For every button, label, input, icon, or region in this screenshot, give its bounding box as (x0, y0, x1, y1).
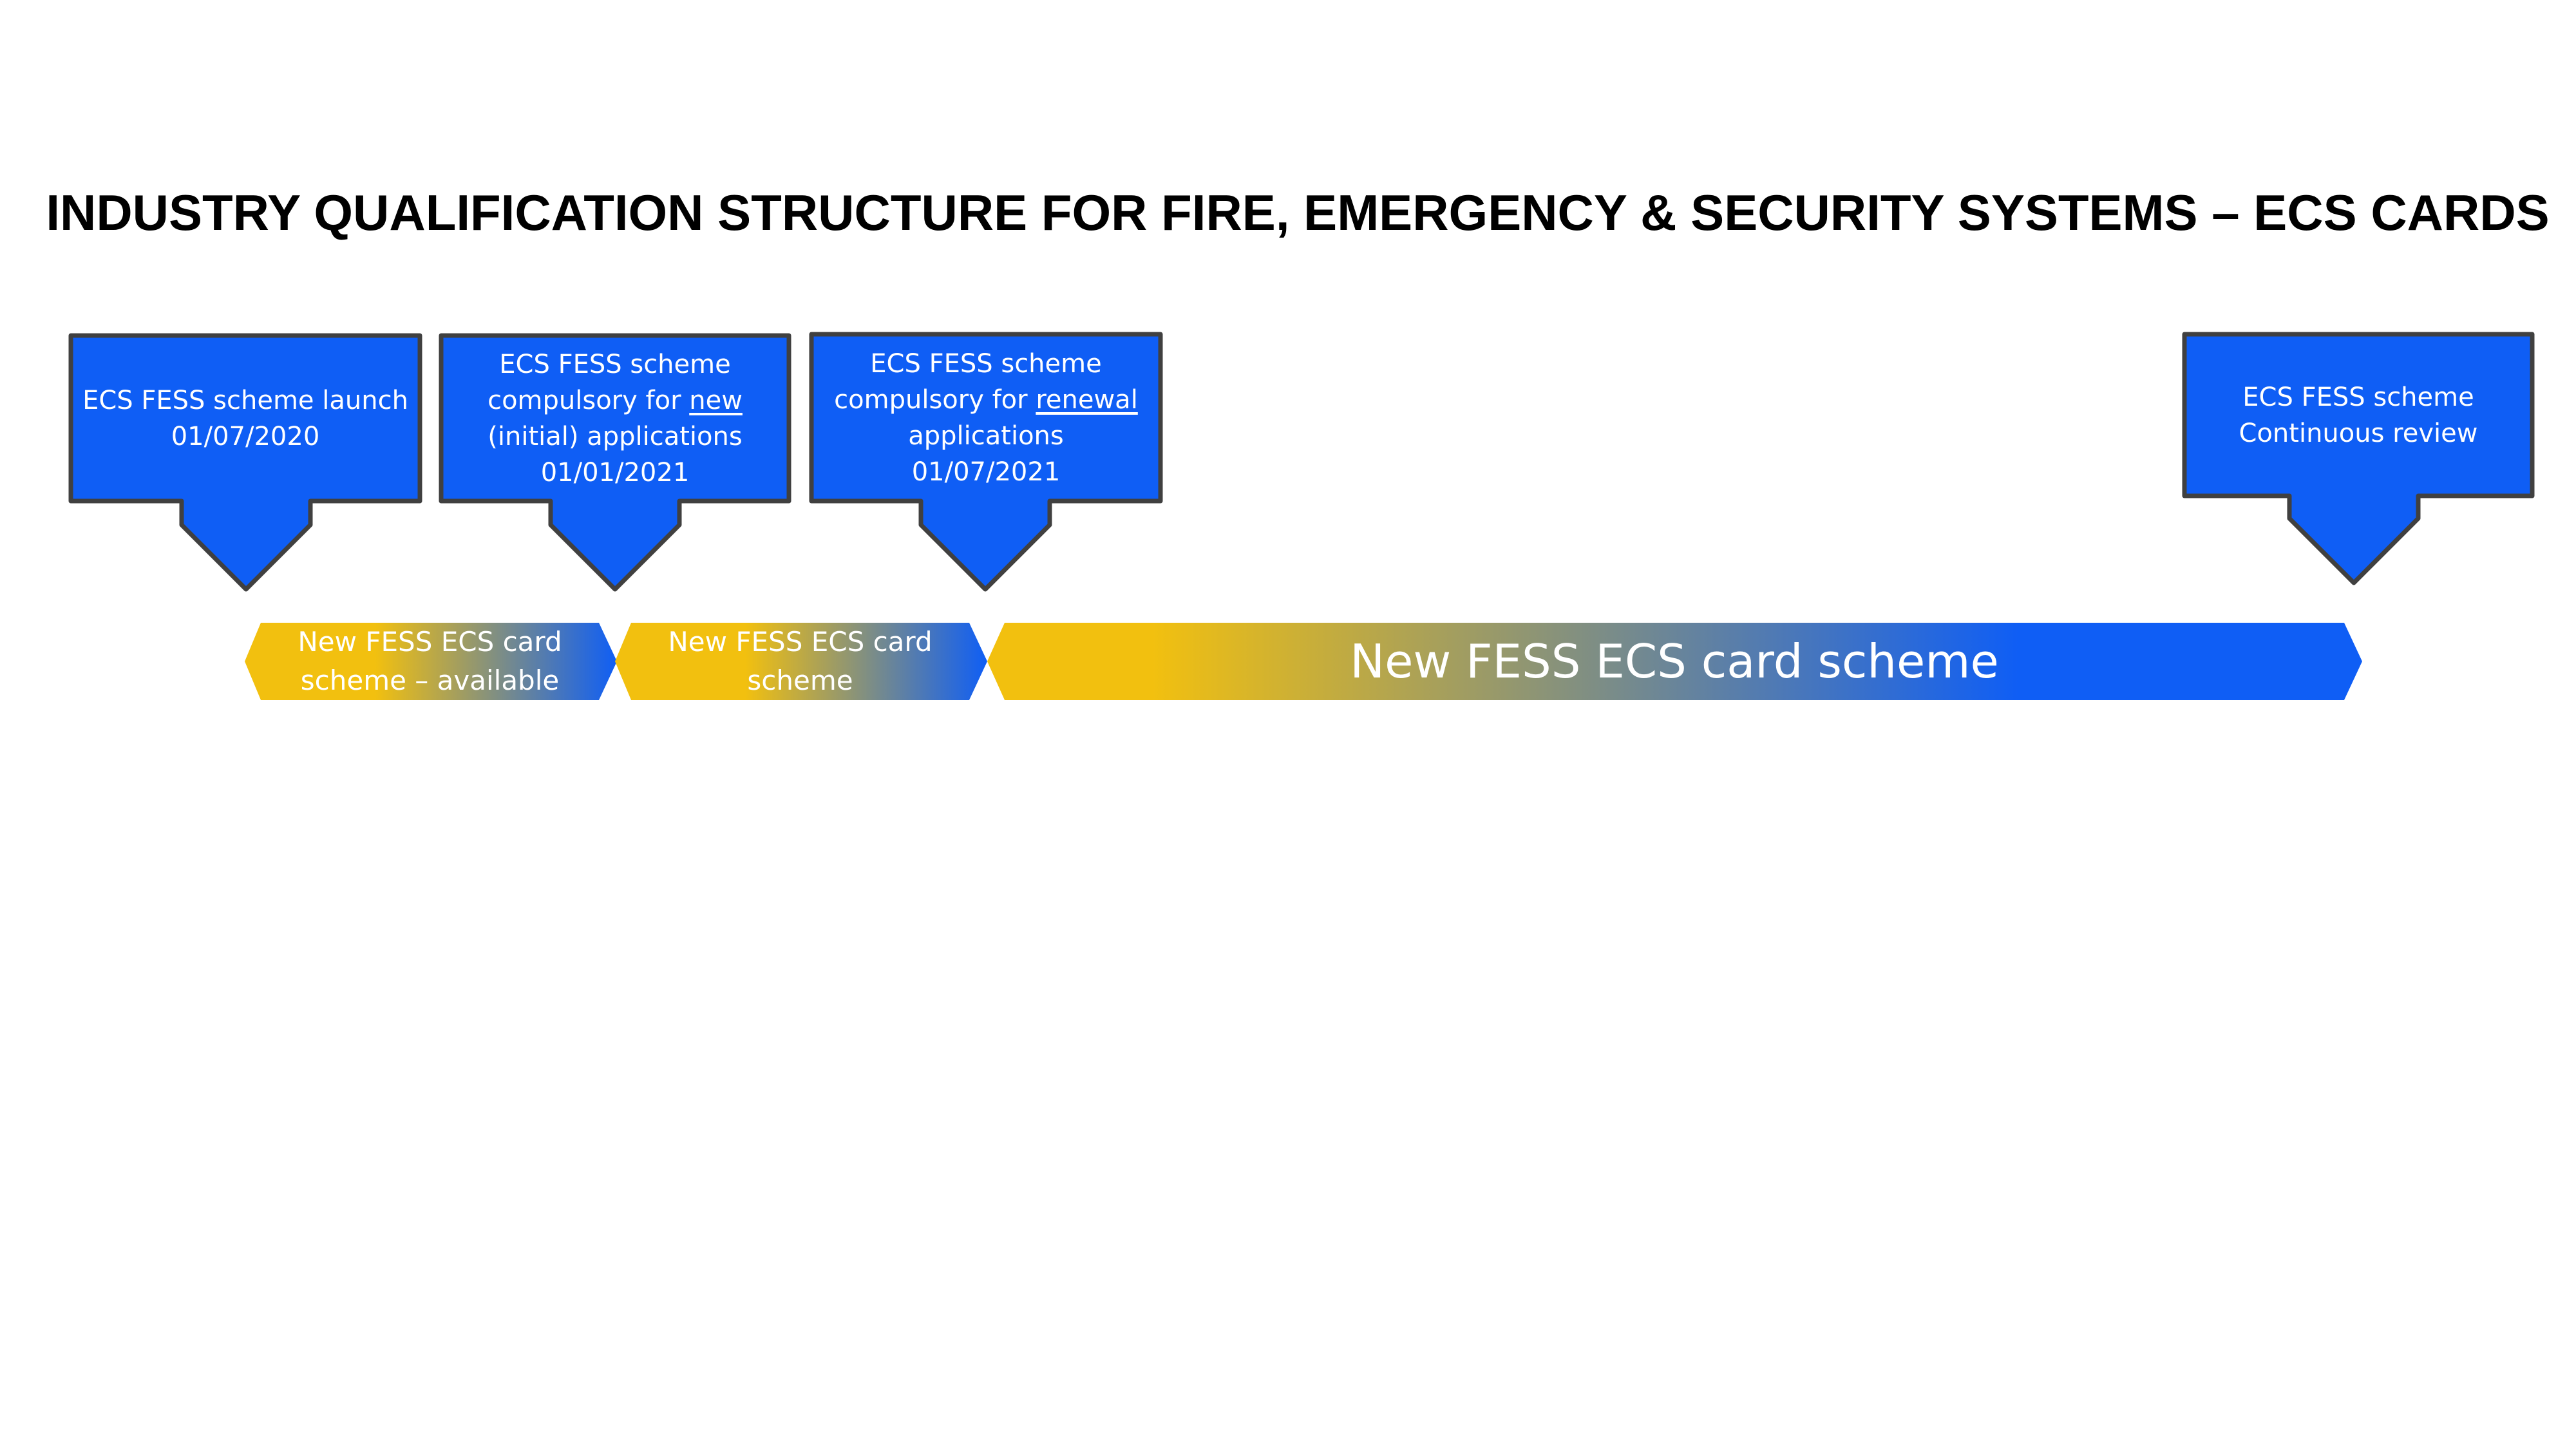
milestone-text-launch: ECS FESS scheme launch 01/07/2020 (71, 336, 420, 501)
phase-text-scheme: New FESS ECS card scheme (628, 623, 972, 700)
milestone-date: 01/07/2021 (911, 457, 1061, 487)
milestone-line: ECS FESS scheme launch (82, 385, 408, 415)
phase-chevron-full-scheme (987, 623, 2362, 700)
milestone-line: (initial) applications (488, 421, 743, 451)
milestone-line-text: compulsory for (834, 384, 1036, 415)
milestone-text-new-applications: ECS FESS scheme compulsory for new (init… (441, 336, 789, 501)
page-title: INDUSTRY QUALIFICATION STRUCTURE FOR FIR… (46, 184, 2550, 241)
phase-chevron-scheme (615, 623, 987, 700)
milestone-date: 01/01/2021 (540, 457, 690, 488)
milestone-line: Continuous review (2239, 418, 2478, 448)
milestone-text-renewal-applications: ECS FESS scheme compulsory for renewal a… (811, 334, 1160, 501)
milestone-line: ECS FESS scheme (2242, 382, 2474, 412)
phase-text-full-scheme: New FESS ECS card scheme (1005, 623, 2344, 700)
milestone-callout-launch-shape (68, 333, 422, 592)
milestone-callout-continuous-review (2182, 332, 2535, 585)
milestone-callout-new-applications (439, 333, 791, 592)
milestone-text-continuous-review: ECS FESS scheme Continuous review (2184, 334, 2532, 496)
milestone-date: 01/07/2020 (171, 421, 320, 451)
phase-line: New FESS ECS card (668, 626, 933, 658)
milestone-line: ECS FESS scheme (499, 349, 731, 379)
milestone-emphasis: renewal (1036, 384, 1138, 415)
milestone-callout-renewal-applications (809, 332, 1163, 592)
milestone-line-text: compulsory for (488, 385, 690, 415)
phase-line: New FESS ECS card scheme (1350, 634, 1999, 688)
milestone-line: applications (908, 421, 1064, 451)
phase-text-available: New FESS ECS card scheme – available (258, 623, 602, 700)
milestone-line: ECS FESS scheme (870, 348, 1102, 379)
milestone-line: compulsory for renewal (834, 382, 1138, 418)
milestone-line: compulsory for new (488, 383, 743, 419)
phase-chevron-available (245, 623, 617, 700)
phase-line: scheme (747, 665, 853, 696)
milestone-emphasis: new (689, 385, 743, 415)
phase-line: scheme – available (300, 665, 560, 696)
phase-line: New FESS ECS card (298, 626, 562, 658)
